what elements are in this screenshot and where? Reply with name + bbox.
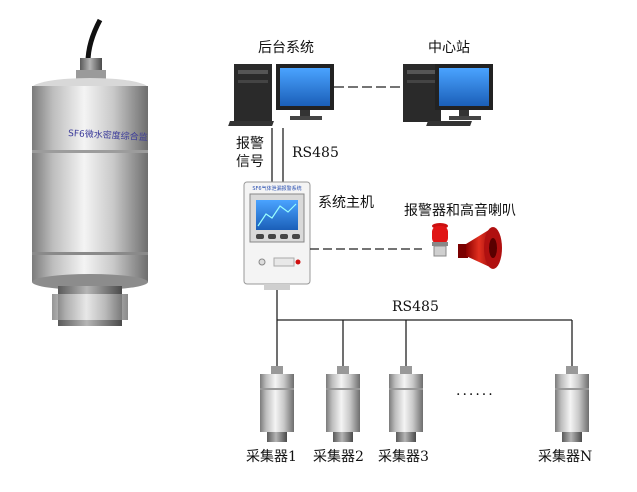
rs485-top-label: RS485 <box>292 145 339 161</box>
collector-device-2 <box>326 366 360 442</box>
collector-n-label: 采集器N <box>538 449 593 465</box>
alarm-horn-label: 报警器和高音喇叭 <box>404 203 516 219</box>
center-station-label: 中心站 <box>428 40 470 56</box>
alarm-lamp <box>432 223 448 257</box>
collector-device-1 <box>260 366 294 442</box>
sf6-sensor-photo <box>32 18 148 326</box>
collector-3-label: 采集器3 <box>378 449 429 465</box>
backend-system-label: 后台系统 <box>258 40 314 56</box>
rs485-bus-label: RS485 <box>392 299 439 315</box>
collector-2-label: 采集器2 <box>313 449 364 465</box>
collector-device-n <box>555 366 589 442</box>
ellipsis-dots: ...... <box>456 383 495 399</box>
host-panel-title: SF6气体泄漏报警系统 <box>252 185 301 192</box>
backend-computer <box>228 64 334 126</box>
horn-speaker <box>458 227 502 269</box>
collector-1-label: 采集器1 <box>246 449 297 465</box>
system-host <box>243 181 311 290</box>
signal-label: 信号 <box>236 154 264 170</box>
system-host-label: 系统主机 <box>318 195 374 211</box>
collector-device-3 <box>389 366 423 442</box>
center-station-computer <box>403 64 493 126</box>
alarm-label: 报警 <box>236 136 264 152</box>
